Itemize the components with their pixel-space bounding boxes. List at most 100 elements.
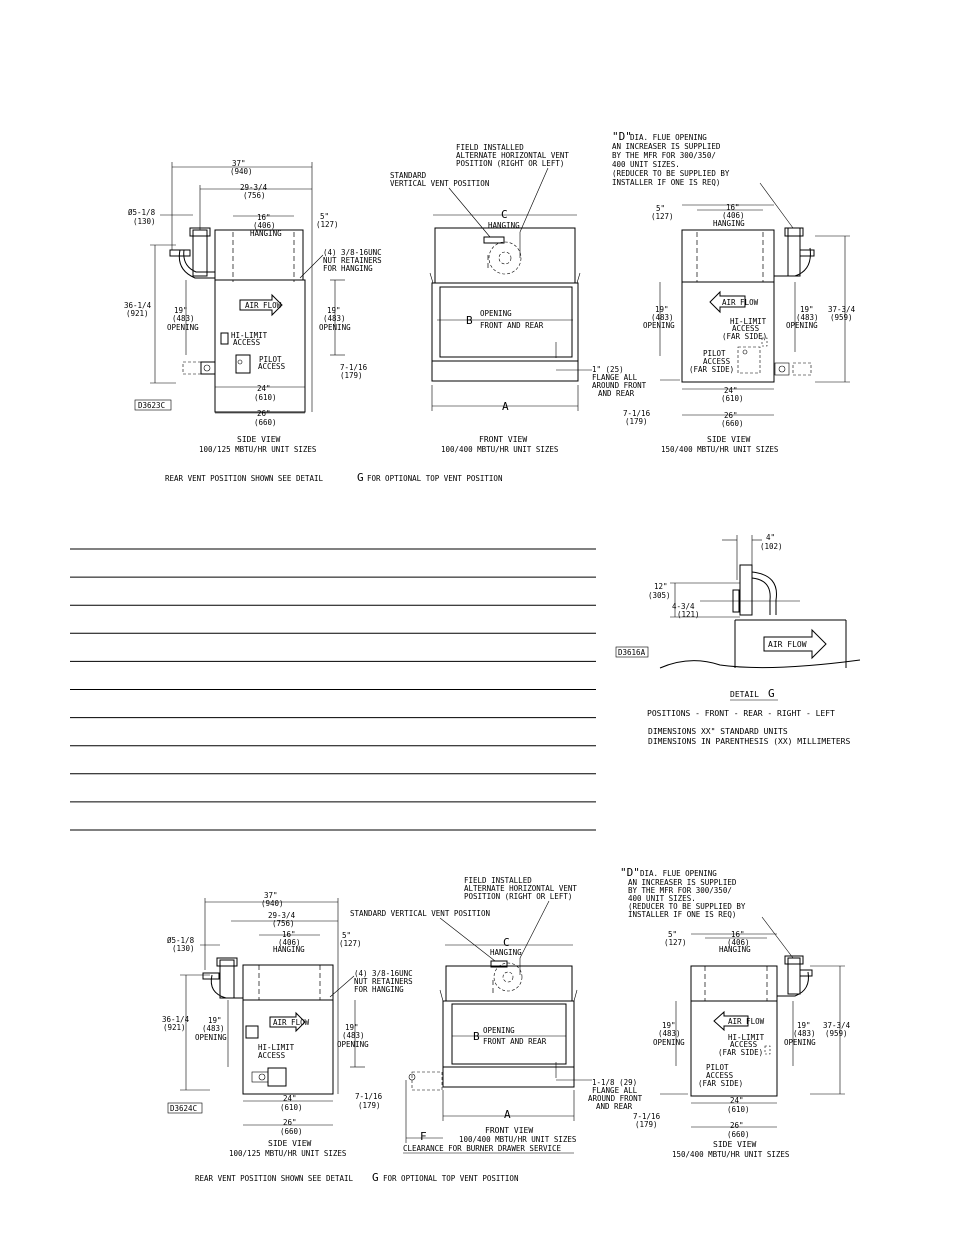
svg-text:(127): (127) — [664, 938, 687, 947]
svg-text:D3616A: D3616A — [618, 648, 646, 657]
svg-text:(FAR SIDE): (FAR SIDE) — [718, 1048, 763, 1057]
svg-text:4-3/4: 4-3/4 — [672, 602, 695, 611]
svg-text:(FAR SIDE): (FAR SIDE) — [689, 365, 734, 374]
svg-text:SIDE VIEW: SIDE VIEW — [707, 435, 751, 444]
svg-text:19": 19" — [800, 305, 814, 314]
svg-text:OPENING: OPENING — [786, 321, 818, 330]
svg-text:FIELD INSTALLED: FIELD INSTALLED — [456, 143, 524, 152]
svg-text:PILOT: PILOT — [703, 349, 726, 358]
svg-text:19": 19" — [655, 305, 669, 314]
svg-text:OPENING: OPENING — [483, 1026, 515, 1035]
svg-text:ACCESS: ACCESS — [730, 1040, 758, 1049]
svg-text:(610): (610) — [254, 393, 277, 402]
svg-text:37": 37" — [232, 159, 246, 168]
svg-text:(REDUCER TO BE SUPPLIED BY: (REDUCER TO BE SUPPLIED BY — [628, 902, 746, 911]
svg-text:400 UNIT SIZES.: 400 UNIT SIZES. — [612, 160, 680, 169]
svg-text:100/400 MBTU/HR UNIT SIZES: 100/400 MBTU/HR UNIT SIZES — [441, 445, 559, 454]
svg-text:HANGING: HANGING — [488, 221, 520, 230]
svg-text:HI-LIMIT: HI-LIMIT — [730, 317, 767, 326]
svg-text:36-1/4: 36-1/4 — [124, 301, 152, 310]
svg-text:5": 5" — [342, 931, 351, 940]
svg-text:1" (25): 1" (25) — [592, 365, 624, 374]
svg-text:HANGING: HANGING — [490, 948, 522, 957]
svg-text:ALTERNATE HORIZONTAL VENT: ALTERNATE HORIZONTAL VENT — [456, 151, 569, 160]
svg-text:(660): (660) — [721, 419, 744, 428]
svg-text:BY THE MFR FOR 300/350/: BY THE MFR FOR 300/350/ — [628, 886, 732, 895]
svg-text:(127): (127) — [316, 220, 339, 229]
top-side-view-100-125: AIR FLOW 37" (940) 29-3/4 (756) 16" (406… — [124, 159, 382, 454]
airflow-arrow — [239, 293, 283, 317]
svg-text:ACCESS: ACCESS — [703, 357, 731, 366]
svg-text:(127): (127) — [651, 212, 674, 221]
vent-note: REAR VENT POSITION SHOWN SEE DETAIL — [165, 474, 324, 483]
svg-text:AROUND FRONT: AROUND FRONT — [592, 381, 647, 390]
svg-text:POSITION (RIGHT OR LEFT): POSITION (RIGHT OR LEFT) — [464, 892, 572, 901]
svg-text:100/400 MBTU/HR UNIT SIZES: 100/400 MBTU/HR UNIT SIZES — [459, 1135, 577, 1144]
svg-text:(756): (756) — [243, 191, 266, 200]
svg-text:(406): (406) — [278, 938, 301, 947]
svg-text:BY THE MFR FOR 300/350/: BY THE MFR FOR 300/350/ — [612, 151, 716, 160]
svg-text:19": 19" — [662, 1021, 676, 1030]
svg-text:19": 19" — [345, 1023, 359, 1032]
svg-text:INSTALLER IF ONE IS REQ): INSTALLER IF ONE IS REQ) — [628, 910, 736, 919]
svg-text:19": 19" — [208, 1016, 222, 1025]
svg-text:16": 16" — [726, 203, 740, 212]
svg-text:A: A — [504, 1108, 511, 1121]
svg-text:DIA. FLUE OPENING: DIA. FLUE OPENING — [630, 133, 707, 142]
svg-text:(610): (610) — [280, 1103, 303, 1112]
svg-text:REAR VENT POSITION SHOWN SEE: REAR VENT POSITION SHOWN SEE DETAIL — [195, 1174, 354, 1183]
svg-text:ACCESS: ACCESS — [258, 362, 286, 371]
svg-text:7-1/16: 7-1/16 — [623, 409, 651, 418]
svg-text:DIMENSIONS XX" STANDARD UNITS: DIMENSIONS XX" STANDARD UNITS — [648, 727, 788, 736]
svg-text:37-3/4: 37-3/4 — [828, 305, 856, 314]
svg-text:STANDARD: STANDARD — [390, 171, 427, 180]
svg-text:AROUND FRONT: AROUND FRONT — [588, 1094, 643, 1103]
svg-text:(130): (130) — [133, 217, 156, 226]
svg-text:(660): (660) — [254, 418, 277, 427]
svg-text:(483): (483) — [323, 314, 346, 323]
svg-text:ACCESS: ACCESS — [706, 1071, 734, 1080]
svg-text:7-1/16: 7-1/16 — [355, 1092, 383, 1101]
svg-text:AIR FLOW: AIR FLOW — [728, 1017, 765, 1026]
svg-text:(483): (483) — [793, 1029, 816, 1038]
svg-text:CLEARANCE FOR BURNER DRAWER SE: CLEARANCE FOR BURNER DRAWER SERVICE — [403, 1144, 562, 1153]
svg-text:(483): (483) — [342, 1031, 365, 1040]
svg-text:7-1/16: 7-1/16 — [633, 1112, 661, 1121]
svg-text:G: G — [372, 1171, 379, 1184]
svg-text:AN INCREASER IS SUPPLIED: AN INCREASER IS SUPPLIED — [628, 878, 737, 887]
svg-text:FLANGE ALL: FLANGE ALL — [592, 373, 638, 382]
svg-text:PILOT: PILOT — [706, 1063, 729, 1072]
svg-text:VERTICAL VENT POSITION: VERTICAL VENT POSITION — [390, 179, 489, 188]
svg-text:(959): (959) — [825, 1029, 848, 1038]
svg-text:NUT RETAINERS: NUT RETAINERS — [323, 256, 382, 265]
pilot-box — [235, 354, 251, 374]
svg-text:PILOT: PILOT — [259, 355, 282, 364]
svg-text:(FAR SIDE): (FAR SIDE) — [722, 332, 767, 341]
svg-text:5": 5" — [656, 204, 665, 213]
svg-text:Ø5-1/8: Ø5-1/8 — [167, 936, 195, 945]
svg-text:(179): (179) — [340, 371, 363, 380]
svg-text:(940): (940) — [230, 167, 253, 176]
flue-pipe — [192, 229, 208, 277]
svg-text:37-3/4: 37-3/4 — [823, 1021, 851, 1030]
svg-text:26": 26" — [283, 1118, 297, 1127]
svg-text:"D": "D" — [620, 866, 640, 879]
svg-text:C: C — [503, 936, 510, 949]
svg-text:(305): (305) — [648, 591, 671, 600]
detail-g: 4" (102) 12" (305) 4-3/4 (121) AIR FLOW … — [615, 533, 861, 746]
svg-text:Ø5-1/8: Ø5-1/8 — [128, 208, 156, 217]
svg-text:(121): (121) — [677, 610, 700, 619]
svg-text:HI-LIMIT: HI-LIMIT — [258, 1043, 295, 1052]
svg-text:1-1/8 (29): 1-1/8 (29) — [592, 1078, 637, 1087]
svg-text:(179): (179) — [358, 1101, 381, 1110]
svg-text:24": 24" — [257, 384, 271, 393]
svg-text:100/125 MBTU/HR UNIT SIZES: 100/125 MBTU/HR UNIT SIZES — [229, 1149, 347, 1158]
svg-text:FRONT VIEW: FRONT VIEW — [485, 1126, 533, 1135]
svg-text:HI-LIMIT: HI-LIMIT — [231, 331, 268, 340]
svg-text:POSITION (RIGHT OR LEFT): POSITION (RIGHT OR LEFT) — [456, 159, 564, 168]
svg-text:HI-LIMIT: HI-LIMIT — [728, 1033, 765, 1042]
svg-text:(483): (483) — [172, 314, 195, 323]
svg-text:26": 26" — [724, 411, 738, 420]
